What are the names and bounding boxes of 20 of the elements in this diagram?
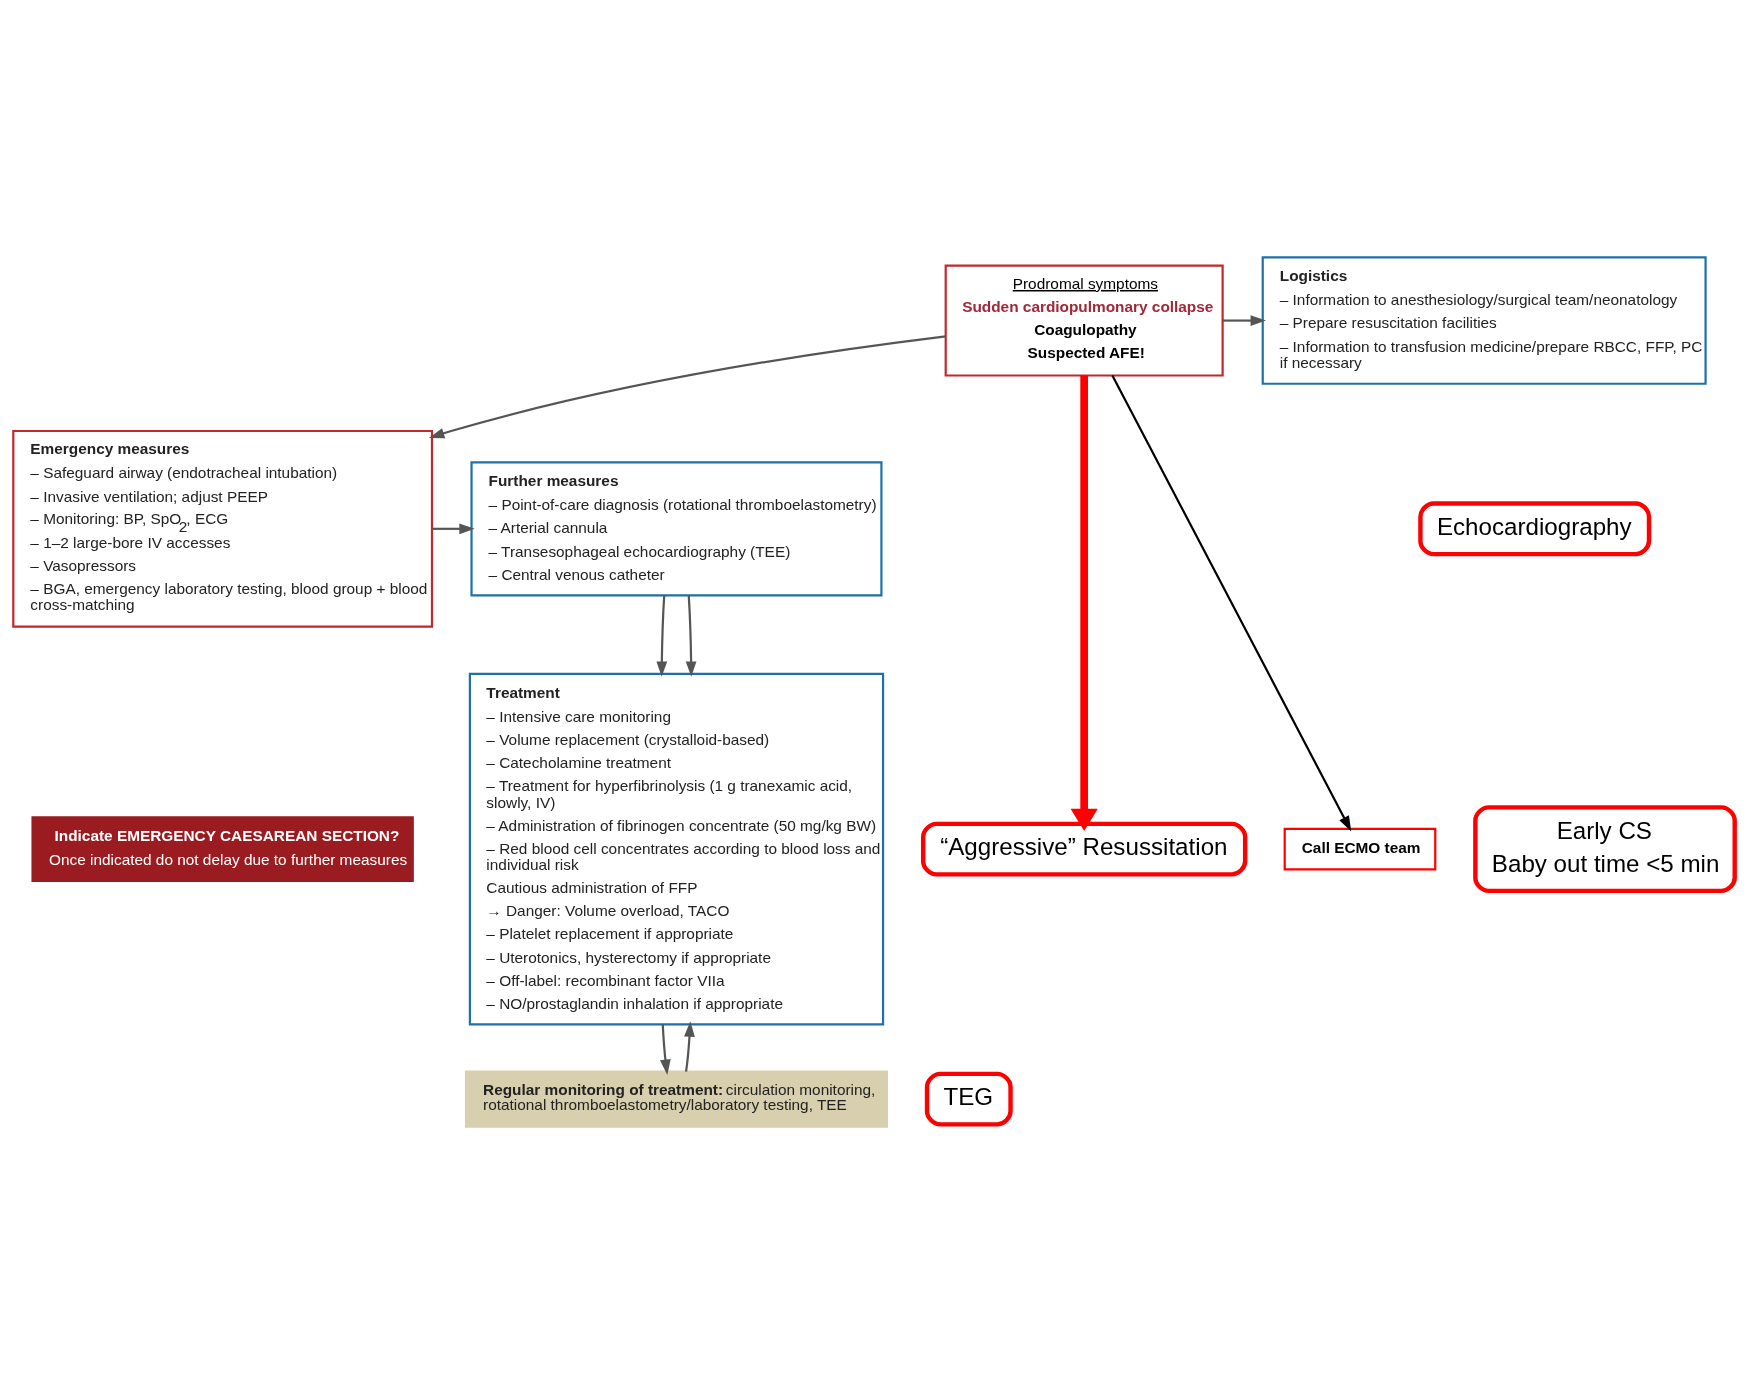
arrow: [684, 1020, 695, 1072]
node-box: Further measures – Point-of-care diagnosis (rotational thromboelastometry) – Arterial cannula – Transesophageal echocardiography (TEE) – Central venous catheter: [470, 460, 883, 596]
arrow: [1111, 374, 1352, 831]
node-box: Echocardiography: [1418, 500, 1652, 556]
node-box: “Aggressive” Resussitation: [920, 821, 1248, 877]
node-box: Treatment – Intensive care monitoring – Volume replacement (crystalloid-based) – Catecholamine treatment – Treatment for hyperfibrinolysis (1 g tranexamic acid, slowly, IV) – Administration of fibrinogen concentrate (50 mg/kg BW) – Red blood cell concentrates according to blood loss and individual risk Cautious administration of FFP → Danger: Volume overload, TACO – Platelet replacement if appropriate – Uterotonics, hysterectomy if appropriate – Off-label: recombinant factor VIIa – NO/prostaglandin inhalation if appropriate: [468, 672, 885, 1025]
node-box: TEG: [924, 1071, 1013, 1127]
arrow: [656, 594, 668, 677]
node-box: Indicate EMERGENCY CAESAREAN SECTION? Once indicated do not delay due to further measures: [31, 815, 414, 882]
arrow: [428, 334, 946, 438]
node-box: Logistics – Information to anesthesiology/surgical team/neonatology – Prepare resuscitation facilities – Information to transfusion medicine/prepare RBCC, FFP, PC if necessary: [1261, 255, 1707, 385]
node-box: Call ECMO team: [1283, 827, 1437, 871]
arrow: [432, 522, 475, 534]
arrow: [660, 1024, 671, 1075]
arrow: [1070, 375, 1098, 831]
arrow: [1222, 314, 1266, 326]
node-box: Prodromal symptoms Sudden cardiopulmonary collapse Coagulopathy Suspected AFE!: [944, 264, 1224, 377]
node-box: Early CS Baby out time <5 min: [1473, 804, 1737, 893]
arrow: [685, 594, 697, 677]
node-box: Regular monitoring of treatment: circulation monitoring, rotational thromboelastometry/laboratory testing, TEE: [464, 1070, 888, 1128]
